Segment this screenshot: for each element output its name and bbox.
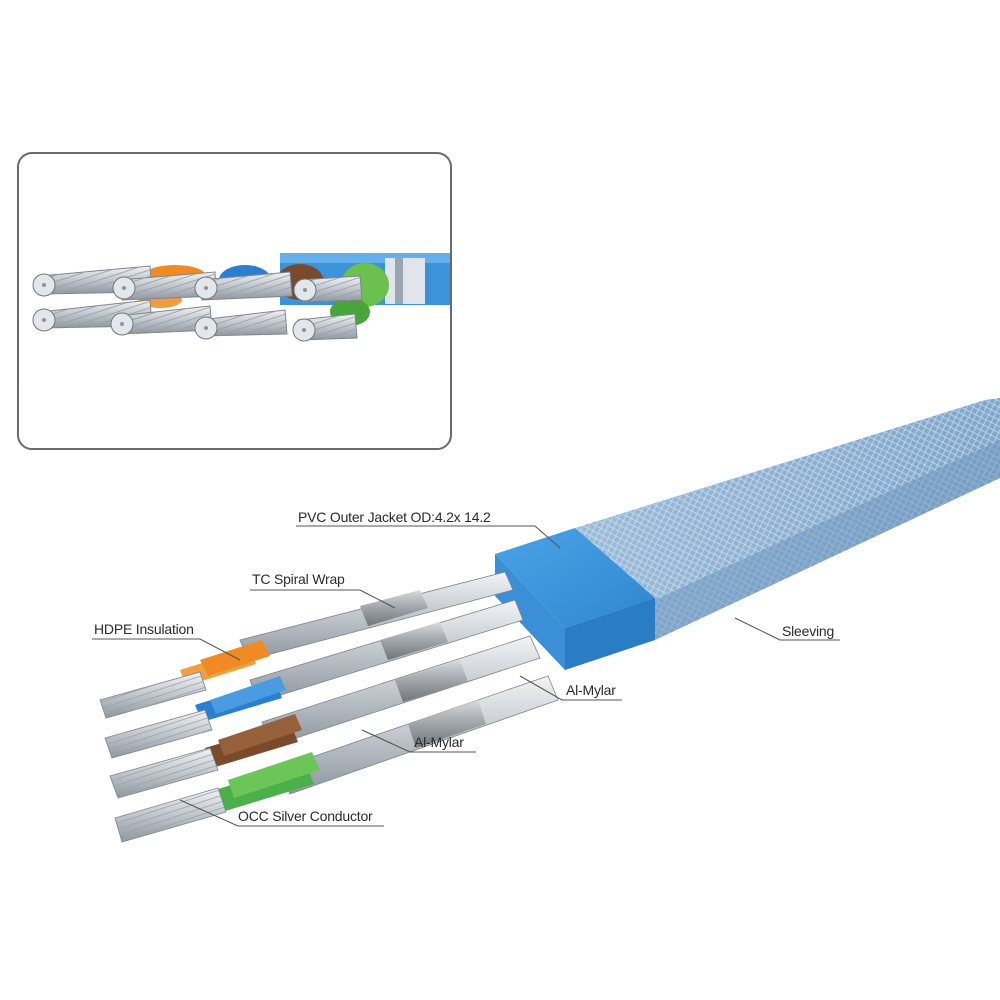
pair-4 — [114, 675, 559, 843]
label-hdpe-insulation: HDPE Insulation — [94, 621, 194, 637]
pair-2 — [104, 599, 524, 759]
label-al-mylar-upper: Al-Mylar — [566, 682, 616, 698]
cable-cross-section-closeup-icon — [32, 253, 450, 342]
pair-3 — [109, 635, 541, 799]
main-cable — [99, 398, 1000, 843]
label-occ-silver-conductor: OCC Silver Conductor — [238, 808, 373, 824]
label-tc-spiral-wrap: TC Spiral Wrap — [252, 571, 345, 587]
label-al-mylar-lower: Al-Mylar — [414, 734, 464, 750]
label-sleeving: Sleeving — [782, 623, 834, 639]
pvc-outer-jacket — [495, 528, 655, 670]
shielded-pairs — [99, 571, 559, 843]
label-pvc-outer-jacket: PVC Outer Jacket OD:4.2x 14.2 — [298, 509, 491, 525]
sleeving — [575, 398, 1000, 640]
callouts: PVC Outer Jacket OD:4.2x 14.2 TC Spiral … — [92, 509, 840, 827]
inset-panel — [17, 152, 452, 450]
pair-1 — [99, 571, 514, 719]
inset-frame — [17, 152, 452, 450]
